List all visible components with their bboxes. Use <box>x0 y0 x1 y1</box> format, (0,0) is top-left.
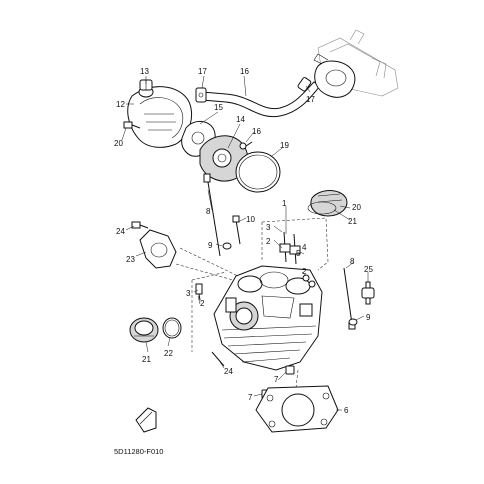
callout-19: 20 <box>114 139 123 148</box>
callout-20-lower: 21 <box>142 355 151 364</box>
bolt-23 <box>131 221 149 229</box>
fitting-4 <box>302 274 310 282</box>
stud-25 <box>211 351 225 367</box>
assembly-guide-lines <box>175 217 329 389</box>
callout-5: 5 <box>296 249 301 258</box>
intake-joint <box>313 53 356 98</box>
callout-16: 16 <box>240 67 249 76</box>
tappet-cover-upper <box>310 190 348 217</box>
callout-25: 24 <box>224 367 233 376</box>
bolt-10 <box>232 215 241 245</box>
valve-stems <box>279 231 301 265</box>
front-direction-icon <box>135 407 157 433</box>
callout-14: 15 <box>214 103 223 112</box>
callout-2-upper: 2 <box>266 237 271 246</box>
callout-22: 23 <box>126 255 135 264</box>
o-ring-21-upper <box>307 201 337 215</box>
callout-9-lower: 9 <box>366 313 371 322</box>
nut-9-upper <box>222 242 232 250</box>
callout-10: 10 <box>246 215 255 224</box>
callout-9-upper: 9 <box>208 241 213 250</box>
tappet-cover-lower <box>129 317 159 343</box>
stud-bolt-left <box>203 173 221 257</box>
leader-lines <box>121 75 369 411</box>
intake-manifold <box>139 229 177 269</box>
callout-12: 13 <box>140 67 149 76</box>
hose-clamp-left <box>195 87 207 103</box>
callout-3-upper: 3 <box>266 223 271 232</box>
callout-7-lower: 7 <box>248 393 253 402</box>
callout-18: 19 <box>280 141 289 150</box>
callout-17-top: 17 <box>198 67 207 76</box>
callout-2-right: 2 <box>302 267 307 276</box>
callout-11: 12 <box>116 100 125 109</box>
spark-plug <box>361 281 375 305</box>
callout-7-upper: 7 <box>274 375 279 384</box>
callout-20-upper: 20 <box>352 203 361 212</box>
callout-labels: 13 17 16 12 15 14 16 20 19 17 20 21 8 10… <box>114 67 373 415</box>
callout-8-left: 8 <box>206 207 211 216</box>
o-ring-21-lower <box>162 317 182 339</box>
dowel-pin-left <box>195 283 203 301</box>
diagram-code: 5D11280-F010 <box>114 447 163 456</box>
callout-24: 25 <box>364 265 373 274</box>
callout-21-lower: 22 <box>164 349 173 358</box>
callout-1: 1 <box>282 199 287 208</box>
callout-23: 24 <box>116 227 125 236</box>
callout-21-upper: 21 <box>348 217 357 226</box>
callout-13: 14 <box>236 115 245 124</box>
callout-6: 6 <box>344 406 349 415</box>
head-gasket <box>255 385 339 433</box>
fitting-5 <box>308 280 316 288</box>
nut-9-lower <box>348 318 358 326</box>
o-ring-18 <box>235 151 281 193</box>
callout-17-right: 17 <box>306 95 315 104</box>
hose-clamp-right <box>297 77 312 92</box>
callout-3-left: 3 <box>186 289 191 298</box>
callout-2-left: 2 <box>200 299 205 308</box>
bolt-15 <box>239 141 253 150</box>
callout-15: 16 <box>252 127 261 136</box>
callout-8-right: 8 <box>350 257 355 266</box>
bolt-19 <box>123 121 141 129</box>
cylinder-head <box>213 265 323 371</box>
dowel-pin-7-upper <box>285 365 295 375</box>
callout-4: 4 <box>302 243 307 252</box>
